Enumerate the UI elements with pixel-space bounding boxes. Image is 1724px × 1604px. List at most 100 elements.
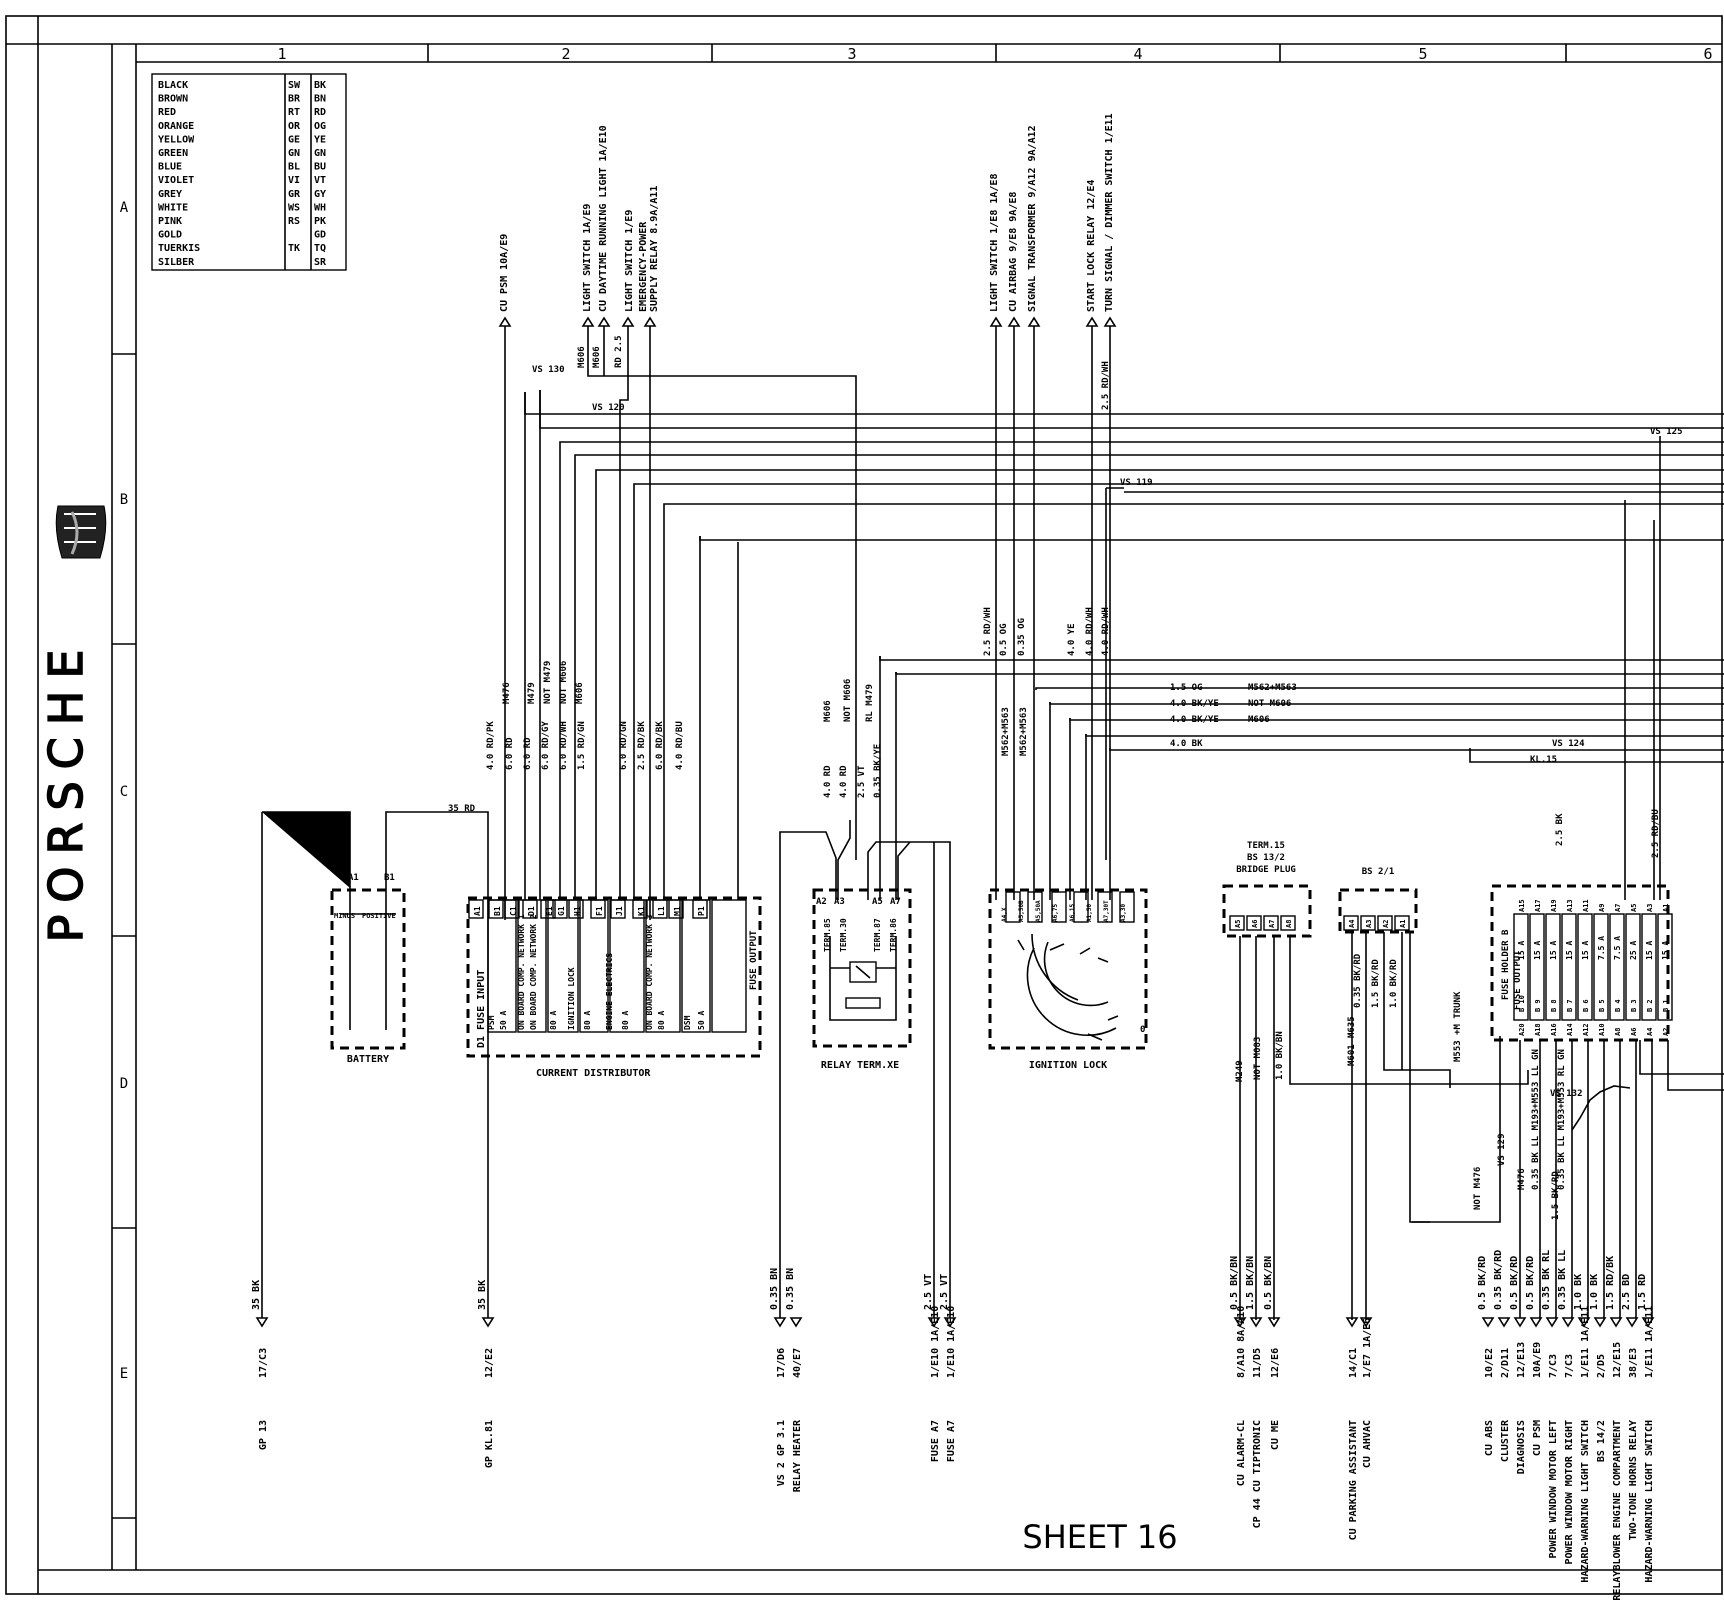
bottom-label: CU ME — [1270, 1420, 1281, 1450]
ignition-pin: A6,75 — [1052, 904, 1059, 922]
distributor-pin: D1 — [527, 906, 536, 916]
relay-label: RELAY TERM.XE — [821, 1060, 899, 1071]
connector-arrow-icon — [1085, 316, 1099, 327]
legend-color-name: VIOLET — [158, 175, 194, 186]
bs21-pin: A4 — [1348, 920, 1356, 928]
horiz-label-2: 4.0 BK/YE — [1170, 699, 1219, 709]
bottom-wire-label: 2.5 BD — [1621, 1274, 1632, 1310]
sheet-label: SHEET 16 — [1022, 1518, 1177, 1556]
ignition-wire-label: 4.0 YE — [1067, 623, 1077, 656]
bottom-ref: 17/C3 — [258, 1348, 269, 1378]
splice-vs129: VS 129 — [1497, 1133, 1507, 1166]
top-small-1: M606 — [577, 346, 587, 368]
bs21-pin-box — [1360, 915, 1376, 931]
battery-terminal-positive: POSITIVE — [362, 912, 396, 920]
ignition-pin: A6,15 — [1069, 904, 1076, 922]
fuse-holder-rating: 15 A — [1533, 941, 1542, 960]
row-label-e: E — [120, 1366, 128, 1382]
distributor-wire-code: NOT M606 — [559, 661, 569, 704]
legend-color-code: RD — [314, 107, 326, 118]
fuse-holder-fuse: B 1 — [1662, 999, 1670, 1012]
connector-arrow-icon — [1103, 316, 1117, 327]
bottom-label: CU ABS — [1484, 1420, 1495, 1456]
ignition-wire-label: 4.0 RD/WH — [1085, 607, 1095, 656]
bottom-ref: 38/E3 — [1628, 1348, 1639, 1378]
legend-color-code: OG — [314, 121, 326, 132]
distributor-pin-box — [488, 899, 504, 919]
bottom-ref: 12/E2 — [484, 1348, 495, 1378]
bottom-wire-label: 35 BK — [251, 1280, 262, 1310]
splice-kl15: KL.15 — [1530, 755, 1557, 765]
bottom-ref: 12/E6 — [1270, 1348, 1281, 1378]
distributor-pin: L1 — [657, 906, 666, 916]
fuse-holder-pin-top: A19 — [1550, 899, 1558, 912]
conn-turn-signal: TURN SIGNAL / DIMMER SWITCH 1/E11 — [1104, 113, 1115, 312]
connector-arrow-icon — [927, 1317, 941, 1328]
legend-color-name: BLUE — [158, 162, 182, 173]
bs21-label: BS 2/1 — [1362, 867, 1395, 877]
bottom-wire-label: 0.5 BK/BN — [1229, 1256, 1240, 1310]
fuse-holder-pin-top: A17 — [1534, 899, 1542, 912]
distributor-wire-label: 6.0 RD/GY — [541, 721, 551, 770]
legend-color-name: TUERKIS — [158, 243, 200, 254]
distributor-pin-box — [468, 899, 484, 919]
relay-term-xe: A2 A3 A5 A7 TERM.85 TERM.30 TERM.87 TERM… — [779, 820, 951, 1318]
misc-wire-label: M476 — [1517, 1168, 1527, 1190]
legend-color-code: TQ — [314, 243, 326, 254]
distributor-feeds — [504, 326, 1111, 920]
distributor-pin-box — [568, 899, 584, 919]
conn-cu-daytime: CU DAYTIME RUNNING LIGHT 1A/E10 — [598, 125, 609, 312]
fuse-holder-slot — [1513, 913, 1529, 1021]
relay-term-85: TERM.85 — [823, 918, 832, 952]
bottom-ref: 40/E7 — [792, 1348, 803, 1378]
distributor-fuse: 80 A — [657, 1011, 666, 1030]
ignition-pin: A1,50 — [1086, 904, 1093, 922]
ignition-pin: A5,50B — [1018, 900, 1025, 922]
fuse-holder-slot — [1577, 913, 1593, 1021]
relay-wire-label: 2.5 VT — [857, 765, 867, 798]
connector-arrow-icon — [1577, 1317, 1591, 1328]
relay-wire-label: 4.0 RD — [823, 765, 833, 798]
fuse-holder-rating: 15 A — [1565, 941, 1574, 960]
distributor-pin: A1 — [473, 906, 482, 916]
bottom-ref: 14/C1 — [1348, 1348, 1359, 1378]
relay-term-87: TERM.87 — [873, 918, 882, 952]
distributor-wire-label: 4.0 RD/BU — [675, 721, 685, 770]
ignition-wire-label: 4.0 RD/WH — [1101, 607, 1111, 656]
bs21-pin: A1 — [1399, 920, 1407, 928]
connector-arrow-icon — [1529, 1317, 1543, 1328]
relay-term-30: TERM.30 — [839, 918, 848, 952]
misc-wire-label: NOT M476 — [1473, 1167, 1483, 1210]
distributor-fuse: 50 A — [499, 1011, 508, 1030]
relay-wire-label: 4.0 RD — [839, 765, 849, 798]
fuse-holder-fuse: B 3 — [1630, 999, 1638, 1012]
row-label-d: D — [120, 1076, 128, 1092]
kl15-wire-label-2: 2.5 RD/BU — [1651, 809, 1661, 858]
connector-arrow-icon — [481, 1317, 495, 1328]
bottom-ref: 1/E10 1A/E10 — [930, 1306, 941, 1378]
ignition-wire-code: M562+M563 — [1001, 707, 1011, 756]
bottom-label: CU PARKING ASSISTANT — [1348, 1420, 1359, 1540]
legend-color-name: SILBER — [158, 257, 195, 268]
connector-arrow-icon — [1497, 1317, 1511, 1328]
distributor-pin-box — [652, 899, 668, 919]
bottom-ref: 7/C3 — [1548, 1354, 1559, 1378]
distributor-fuse: IGNITION LOCK — [567, 967, 576, 1030]
fuse-holder-slot — [1625, 913, 1641, 1021]
bottom-ref: 7/C3 — [1564, 1354, 1575, 1378]
bottom-wire-label: 0.35 BK/RD — [1493, 1250, 1504, 1310]
distributor-pin: B1 — [493, 906, 502, 916]
conn-cu-airbag: CU AIRBAG 9/E8 9A/E8 — [1008, 192, 1019, 312]
connector-arrow-icon — [1359, 1317, 1373, 1328]
connector-arrow-icon — [1481, 1317, 1495, 1328]
bottom-label: POWER WINDOW MOTOR RIGHT — [1564, 1420, 1575, 1565]
fuse-holder-slot — [1641, 913, 1657, 1021]
legend-color-de: GR — [288, 189, 301, 200]
connector-arrow-icon — [621, 316, 635, 327]
misc-wire-label: M553 +M TRUNK — [1453, 991, 1463, 1062]
conn-light-switch-1: LIGHT SWITCH 1A/E9 — [582, 204, 593, 312]
distributor-fuse: PSM — [487, 1015, 496, 1030]
row-label-b: B — [120, 492, 128, 508]
distributor-fuse: DSM — [683, 1015, 692, 1030]
